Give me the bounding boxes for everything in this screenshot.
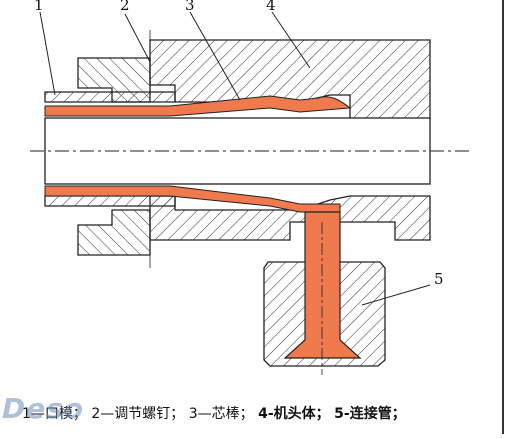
part-label-2: 2 — [120, 0, 130, 14]
melt-channel-upper — [44, 95, 352, 117]
die-upper — [44, 91, 176, 103]
head-body-upper — [149, 39, 431, 121]
adjusting-ring-lower — [77, 209, 151, 256]
part-label-5: 5 — [434, 270, 444, 288]
part-label-4: 4 — [266, 0, 276, 14]
part-label-3: 3 — [185, 0, 195, 14]
leader-3 — [189, 11, 241, 101]
legend-item-4: 4-机头体； — [258, 406, 330, 422]
connecting-pipe-flow — [283, 211, 362, 359]
legend-item-2: 2—调节螺钉； — [91, 406, 185, 422]
leader-2 — [124, 13, 151, 63]
legend-item-3: 3—芯棒； — [188, 406, 254, 422]
head-body-lower — [149, 195, 431, 241]
leader-4 — [271, 11, 311, 69]
legend-item-5: 5-连接管； — [334, 406, 406, 422]
right-border-line — [502, 0, 504, 434]
die-lower — [44, 195, 176, 207]
leader-1 — [39, 11, 56, 96]
legend-item-1: 1—口模； — [22, 406, 87, 422]
watermark: Deso — [2, 392, 85, 425]
leader-5 — [361, 284, 431, 306]
part-label-1: 1 — [34, 0, 44, 14]
parts-legend: 1—口模； 2—调节螺钉； 3—芯棒； 4-机头体； 5-连接管； — [22, 403, 406, 423]
